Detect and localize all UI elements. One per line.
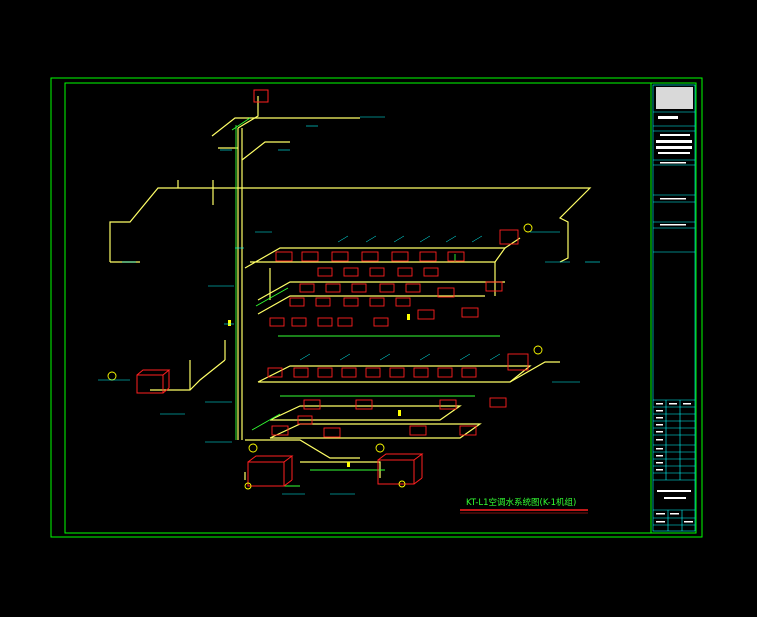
title-block bbox=[652, 84, 696, 532]
inner-frame bbox=[64, 82, 697, 534]
drawing-title: KT-L1空调水系统图(K-1机组) bbox=[466, 497, 576, 508]
fan-coil-units-middle bbox=[267, 353, 529, 378]
fan-coil-units-lower bbox=[271, 397, 507, 438]
valve-symbols bbox=[228, 314, 410, 467]
equipment-tags bbox=[107, 223, 543, 490]
chilled-water-piping bbox=[109, 96, 592, 480]
annotation-leaders bbox=[98, 116, 600, 495]
condensate-piping bbox=[231, 117, 500, 487]
outer-frame bbox=[50, 77, 703, 538]
air-handling-units bbox=[136, 89, 424, 487]
fan-coil-units-upper bbox=[269, 229, 519, 327]
